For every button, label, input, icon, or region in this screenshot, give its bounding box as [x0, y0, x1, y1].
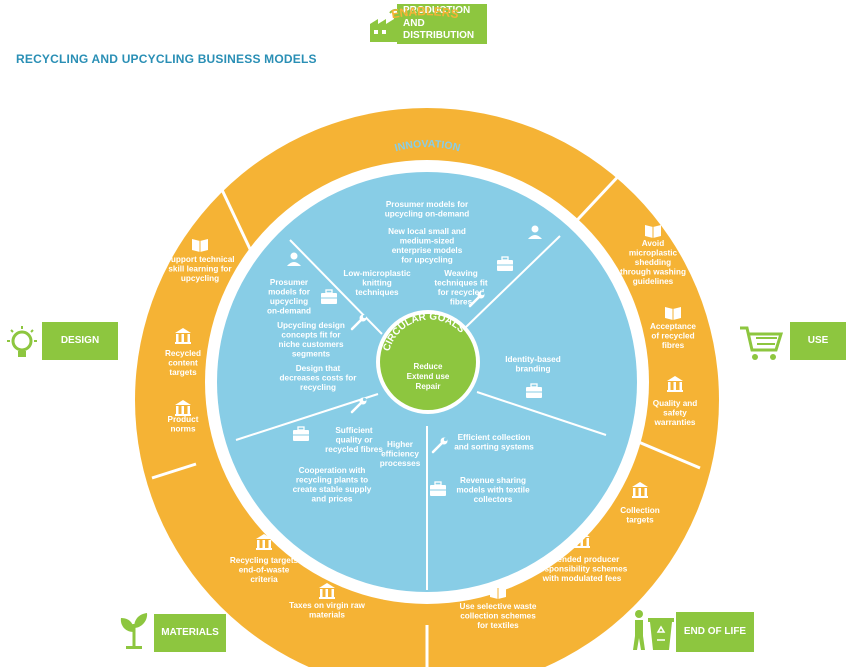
use-enabler-1-book-icon — [645, 225, 661, 238]
end-of-life-box: END OF LIFE — [676, 612, 754, 652]
recycling-bin-icon — [633, 610, 674, 650]
sector-divider-top-right — [465, 235, 561, 328]
materials-box: MATERIALS — [154, 614, 226, 652]
sector-divider-top-left — [289, 239, 383, 335]
innovation-briefcase-icon-9 — [293, 426, 309, 441]
design-box: DESIGN — [42, 322, 118, 360]
center-extend-use: Extend use — [407, 372, 450, 381]
innovation-briefcase-icon-11 — [430, 481, 446, 496]
innovation-briefcase-icon-5 — [321, 289, 337, 304]
lightbulb-icon — [7, 326, 37, 357]
design-enabler-3-institution-icon — [175, 400, 191, 416]
design-enabler-1-book-icon — [192, 239, 208, 252]
innovation-wrench-icon-10 — [431, 437, 448, 454]
ring-divider-left — [151, 462, 197, 480]
innovation-person-icon-4 — [287, 252, 301, 266]
materials-enabler-2-institution-icon — [319, 583, 335, 599]
innovation-wrench-icon-6 — [350, 314, 367, 331]
shopping-cart-icon — [740, 326, 784, 360]
innovation-person-icon-1 — [528, 225, 542, 239]
end-of-life-enabler-3-book-icon — [490, 586, 506, 599]
end-of-life-enabler-1-institution-icon — [632, 482, 648, 498]
page-title: RECYCLING AND UPCYCLING BUSINESS MODELS — [16, 52, 317, 66]
innovation-briefcase-icon-7 — [526, 383, 542, 398]
use-enabler-3-institution-icon — [667, 376, 683, 392]
materials-enabler-1-institution-icon — [256, 534, 272, 550]
innovation-wrench-icon-8 — [350, 397, 367, 414]
innovation-wrench-icon-3 — [468, 291, 485, 308]
use-enabler-2-book-icon — [665, 307, 681, 320]
circular-goals-disc — [380, 314, 476, 410]
plant-icon — [120, 613, 148, 649]
innovation-label: INNOVATION — [393, 138, 461, 154]
design-enabler-2-institution-icon — [175, 328, 191, 344]
use-box: USE — [790, 322, 846, 360]
sector-divider-left — [235, 393, 379, 441]
end-of-life-enabler-2-institution-icon — [574, 532, 590, 548]
center-repair: Repair — [416, 382, 441, 391]
sector-divider-right — [476, 391, 607, 436]
center-reduce: Reduce — [414, 362, 443, 371]
innovation-briefcase-icon-2 — [497, 256, 513, 271]
enablers-label: ENABLERS — [390, 4, 459, 21]
production-distribution-box: PRODUCTION AND DISTRIBUTION — [397, 4, 487, 44]
